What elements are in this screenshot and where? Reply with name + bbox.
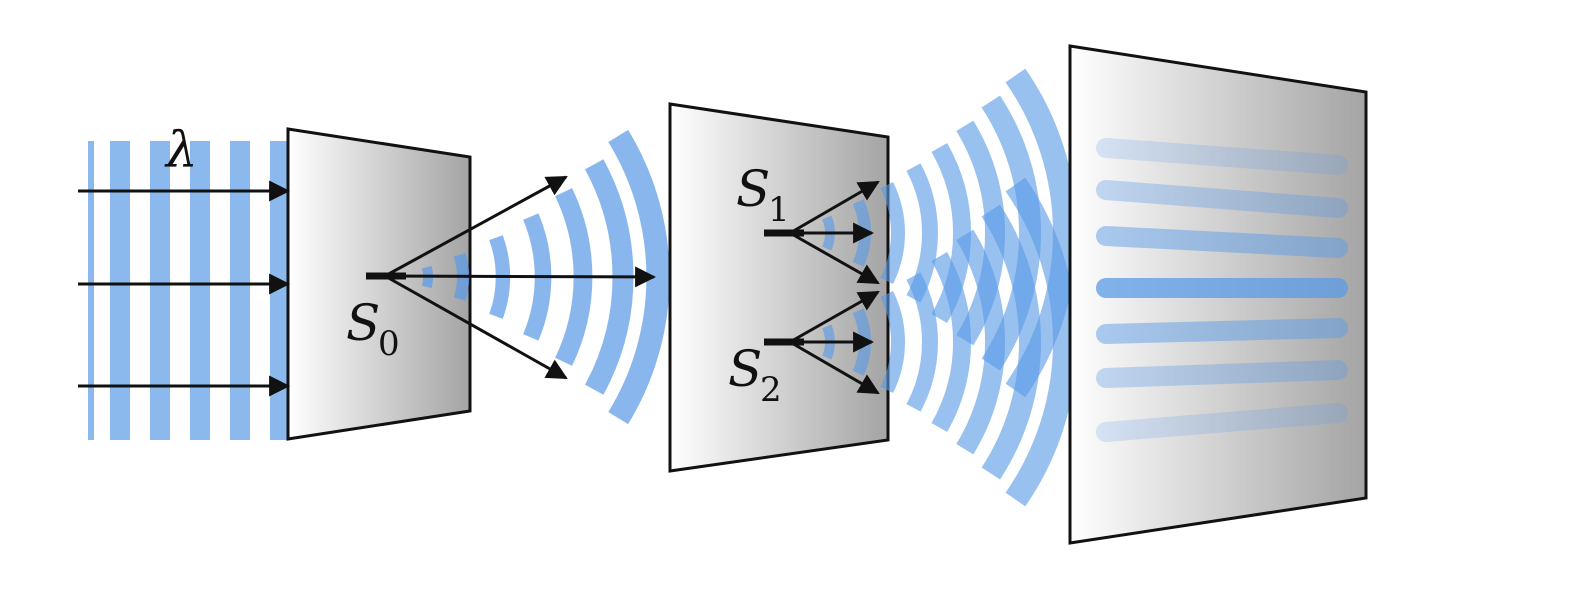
source-label-s2-sub: 2: [760, 370, 782, 410]
source-label-s2-main: S: [728, 340, 762, 398]
plane-wave-front: [88, 141, 94, 440]
fringe-band: [1096, 180, 1348, 218]
wavefront-arc: [931, 252, 971, 432]
wavefront-arc: [1005, 177, 1077, 507]
wavefront-arc: [906, 272, 938, 412]
ray-arrows: [78, 175, 880, 397]
plane-wave-front: [150, 141, 170, 440]
wavefront-arc: [880, 181, 905, 285]
fringe-band: [1096, 226, 1348, 258]
plane-wave-front: [110, 141, 130, 440]
fringe-band: [1096, 403, 1348, 442]
wavefront-arc: [880, 290, 905, 394]
fringe-band: [1096, 318, 1348, 344]
interference-fringes: [1096, 138, 1348, 442]
source-label-s0-main: S: [346, 294, 380, 352]
source-label-s1-main: S: [736, 160, 770, 218]
s0-ray-down: [384, 274, 568, 380]
fringe-band: [1096, 360, 1348, 388]
wavelength-label: λ: [164, 121, 198, 179]
plane-wave-front: [230, 141, 250, 440]
source-label-s0-sub: 0: [378, 324, 400, 364]
s0-ray-up: [384, 175, 568, 278]
interfering-waves: [822, 68, 1077, 507]
plane-waves: [88, 141, 290, 440]
wavefront-arc: [608, 129, 670, 425]
wavefront-arc: [981, 204, 1042, 480]
plane-wave-front: [190, 141, 210, 440]
s1-ray-down: [789, 231, 880, 285]
wavefront-arc: [956, 229, 1005, 455]
s0-ray-straight: [384, 266, 657, 288]
fringe-band: [1096, 138, 1348, 175]
s1-ray-up: [789, 180, 880, 235]
source-label-s0: S 0: [346, 294, 400, 364]
slit-screen-double: [668, 102, 890, 473]
source-label-s1: S 1: [736, 160, 790, 230]
source-label-s2: S 2: [728, 340, 782, 410]
s2-ray-up: [789, 290, 880, 344]
slit-screen-single: [286, 127, 472, 441]
source-label-s1-sub: 1: [768, 190, 790, 230]
s2-ray-down: [789, 340, 880, 395]
